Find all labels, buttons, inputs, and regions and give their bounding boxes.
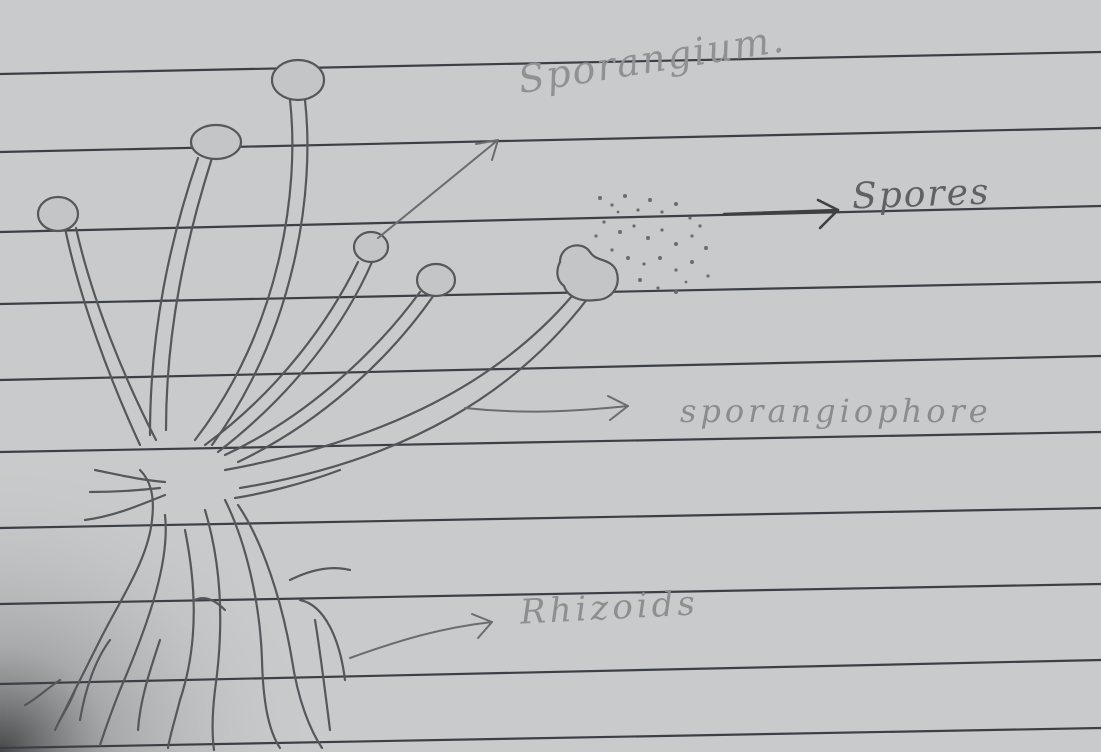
sporangium-head-2 <box>191 125 241 159</box>
sporangium-head-4 <box>354 232 388 262</box>
label-sporangiophore: sporangiophore <box>680 392 992 430</box>
label-spores: Spores <box>851 172 991 218</box>
sporangium-head-1 <box>38 197 78 231</box>
sporangium-head-5 <box>417 264 455 296</box>
sporangium-head-3 <box>272 60 324 100</box>
